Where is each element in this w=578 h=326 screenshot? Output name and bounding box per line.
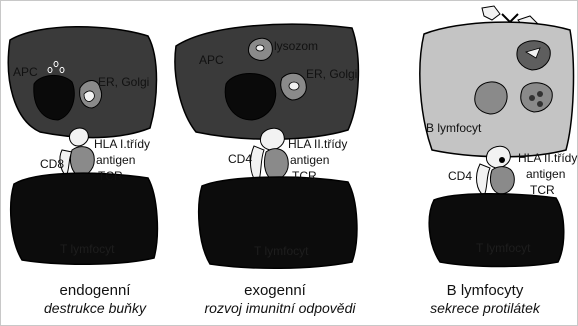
b-lymphocyte-label: B lymfocyt (426, 121, 482, 135)
antigen-peptide (499, 157, 505, 163)
lysosome-content (256, 45, 264, 51)
apc-label: APC (13, 65, 38, 79)
caption-endogenous-title: endogenní (20, 282, 170, 299)
tcr-label: TCR (98, 169, 123, 183)
er-golgi-detail (84, 91, 94, 101)
t-lymphocyte-label: T lymfocyt (60, 242, 115, 256)
t-lymphocyte-label: T lymfocyt (254, 244, 309, 258)
cd8-label: CD8 (40, 157, 64, 171)
caption-b-cell-title: B lymfocyty (410, 282, 560, 299)
hla-label: HLA I.třídy (94, 137, 150, 151)
antigen-label: antigen (290, 153, 329, 167)
antibody-icon (502, 14, 518, 22)
er-golgi-label: ER, Golgi (98, 75, 149, 89)
t-lymphocyte-cell (429, 194, 564, 267)
cd4-label: CD4 (448, 169, 472, 183)
er-golgi-detail (289, 82, 299, 90)
hla-label: HLA II.třídy (518, 151, 577, 165)
caption-endogenous-subtitle: destrukce buňky (10, 300, 180, 316)
caption-exogenous-subtitle: rozvoj imunitní odpovědi (180, 300, 380, 316)
tcr-receptor (264, 149, 288, 180)
panel-endogenous: APC ER, Golgi HLA I.třídy antigen CD8 TC… (8, 27, 157, 265)
vesicle (537, 101, 543, 107)
cd4-label: CD4 (228, 152, 252, 166)
vesicle (537, 91, 543, 97)
panel-exogenous: APC lysozom ER, Golgi HLA II.třídy antig… (175, 24, 358, 268)
b-cell-nucleus (475, 82, 507, 114)
hla-class-ii-molecule (486, 146, 510, 168)
antigen-label: antigen (526, 167, 565, 181)
lysosome-label: lysozom (274, 39, 318, 53)
caption-b-cell-subtitle: sekrece protilátek (395, 300, 575, 316)
tcr-label: TCR (530, 183, 555, 197)
panel-b-cell: B lymfocyt HLA II.třídy antigen CD4 TCR … (420, 6, 578, 267)
er-golgi-label: ER, Golgi (306, 67, 357, 81)
hla-class-ii-molecule (260, 128, 284, 150)
apc-label: APC (199, 53, 224, 67)
tcr-label: TCR (292, 169, 317, 183)
tcr-receptor (70, 147, 94, 176)
hla-label: HLA II.třídy (288, 137, 347, 151)
antigen-fragment (482, 6, 500, 20)
tcr-receptor (490, 167, 514, 194)
t-lymphocyte-label: T lymfocyt (476, 241, 531, 255)
antigen-label: antigen (96, 153, 135, 167)
vesicle (529, 95, 535, 101)
cd4-coreceptor (477, 164, 490, 196)
hla-class-i-molecule (69, 128, 88, 146)
caption-exogenous-title: exogenní (200, 282, 350, 299)
